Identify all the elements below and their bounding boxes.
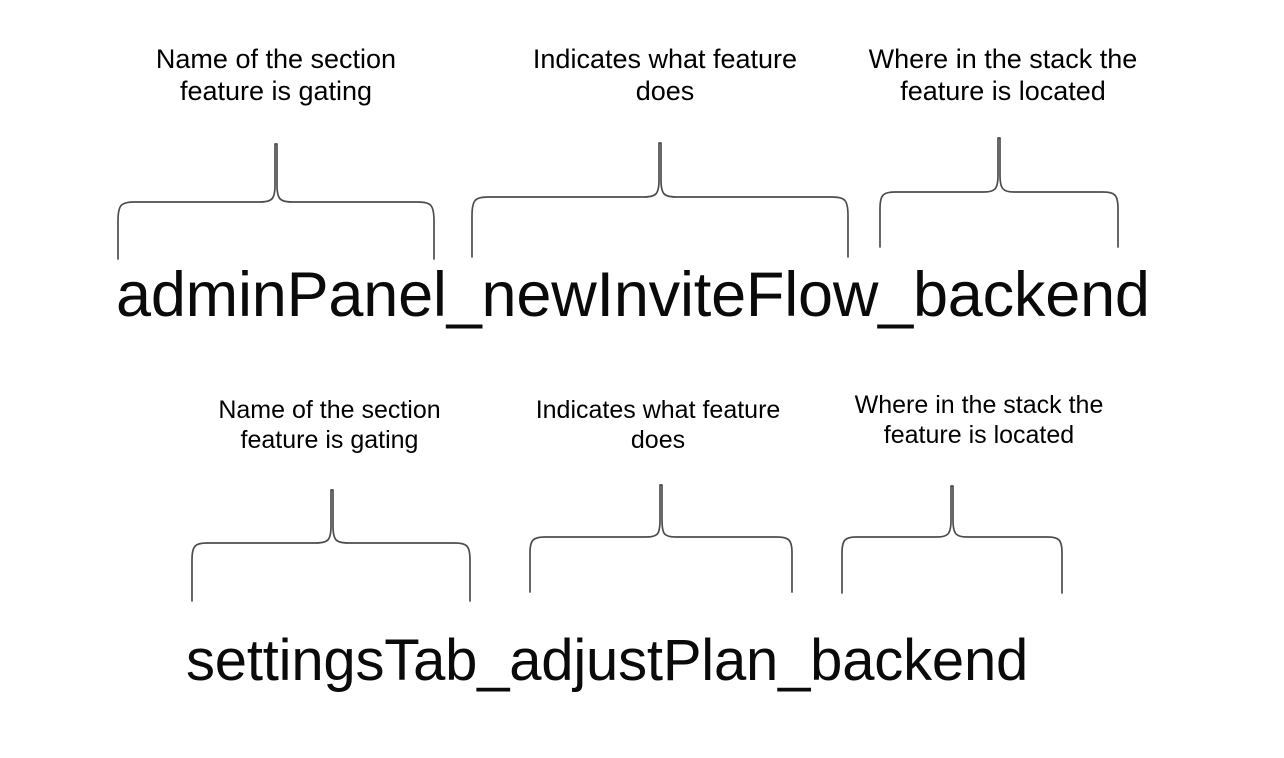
brace-behavior-2 xyxy=(529,484,793,593)
caption-layer-2: Where in the stack the feature is locate… xyxy=(854,391,1104,449)
brace-section-2 xyxy=(191,489,471,602)
caption-section-2: Name of the section feature is gating xyxy=(218,396,441,454)
brace-behavior-1 xyxy=(471,142,849,258)
feature-flag-string-2: settingsTab_adjustPlan_backend xyxy=(186,628,1029,693)
feature-flag-string-1: adminPanel_newInviteFlow_backend xyxy=(116,260,1150,330)
brace-layer-2 xyxy=(841,485,1063,594)
brace-layer-1 xyxy=(879,137,1119,248)
caption-behavior-1: Indicates what feature does xyxy=(532,44,798,106)
caption-layer-1: Where in the stack the feature is locate… xyxy=(868,44,1138,106)
caption-section-1: Name of the section feature is gating xyxy=(155,44,397,106)
caption-behavior-2: Indicates what feature does xyxy=(535,396,781,454)
brace-section-1 xyxy=(117,143,435,260)
